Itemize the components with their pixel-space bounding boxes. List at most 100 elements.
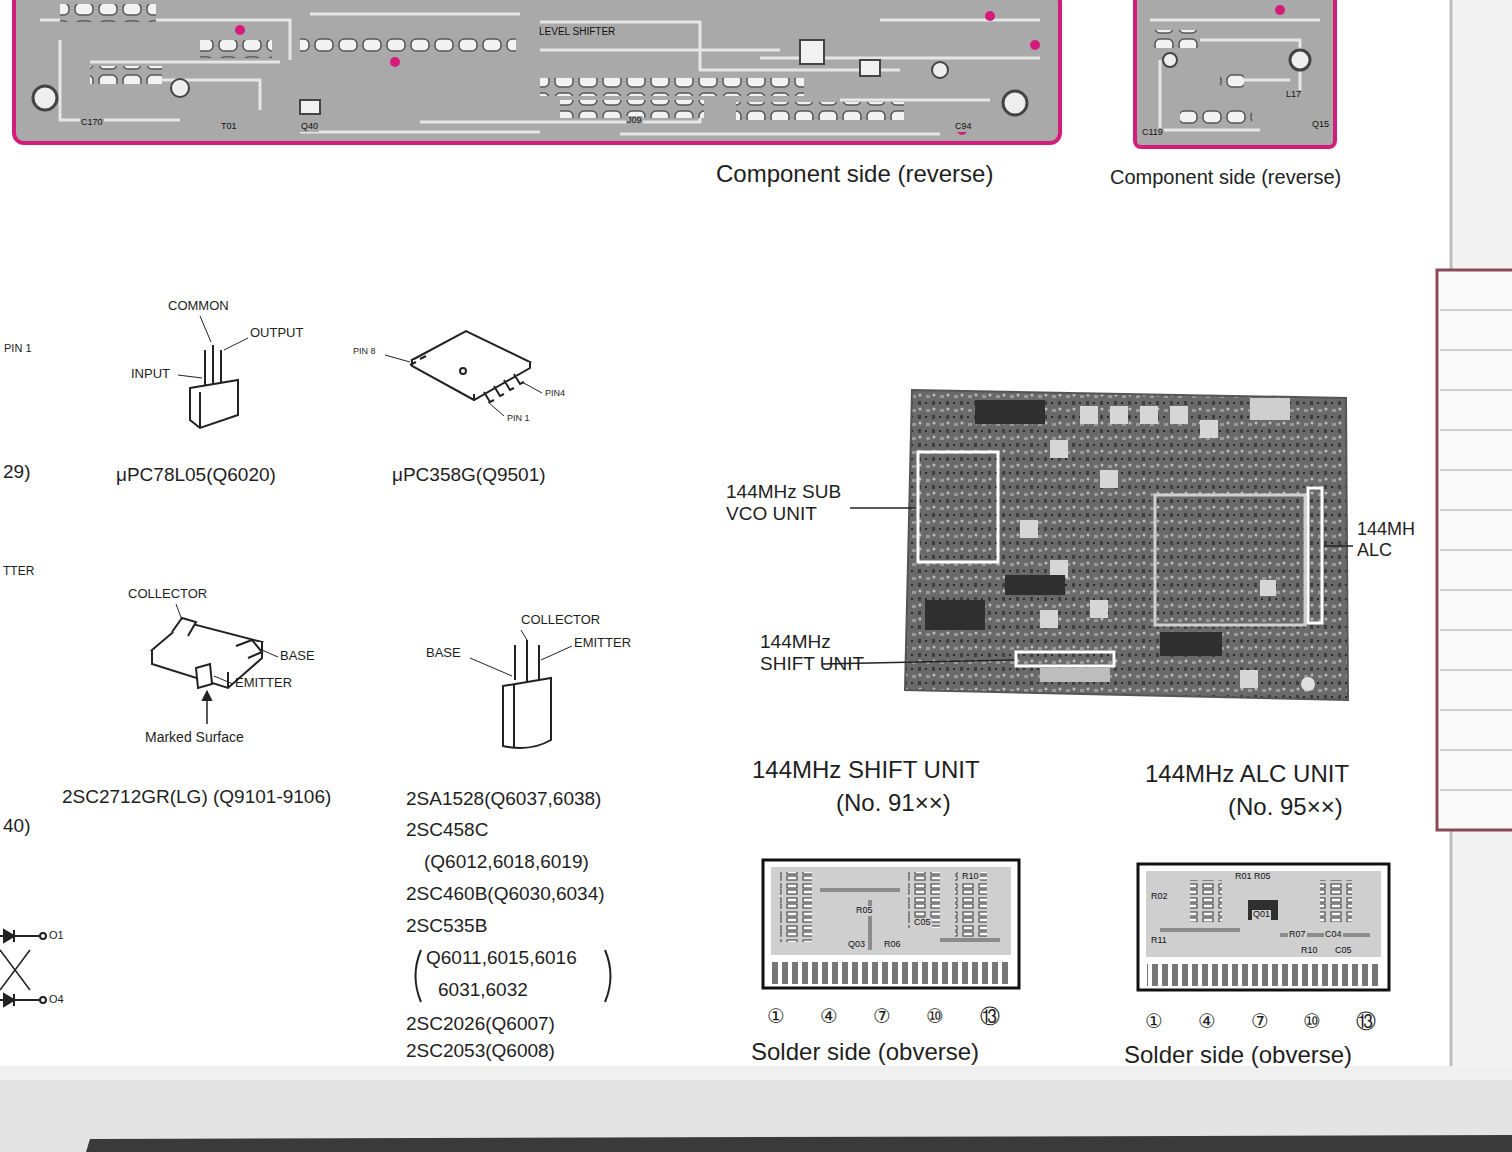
pin-name: COMMON [168,299,229,314]
unit-title: 144MHz ALC UNIT [1145,760,1349,788]
connector-pin-number: ① [1145,1010,1163,1033]
cut-off-text: TTER [3,565,34,579]
regulator-outline [178,375,202,378]
pcb-layout [820,888,900,892]
part-number: 6031,6032 [438,979,528,1001]
pcb-layout [310,13,520,16]
pcb-layout [235,25,245,35]
pin-name: PIN 1 [507,413,530,423]
page-edge [1440,630,1512,631]
pcb-board: R01 R05R02Q01R07C04R11R10C05 [1138,864,1389,990]
page-edge [1437,0,1512,1066]
board-photo [1200,420,1218,438]
part-number: 2SC2026(Q6007) [406,1013,555,1035]
pcb-layout [1163,53,1177,67]
pcb-layout [90,61,280,64]
board-photo [1100,470,1118,488]
board-photo [1160,632,1222,656]
part-number: 2SC460B(Q6030,6034) [406,883,605,905]
pcb-layout [1150,19,1320,22]
pcb-layout [300,100,320,114]
pcb-layout [1160,60,1260,130]
page-edge [1440,310,1512,311]
pcb-layout [1146,871,1381,957]
board-photo [1170,406,1188,424]
pcb-layout [1160,928,1240,932]
pcb-layout [1138,864,1389,990]
pin-name: PIN4 [545,388,565,398]
silkscreen-label: Q03 [847,940,866,950]
sop8-outline [473,394,475,400]
sot23-outline [176,604,182,620]
board-photo [1040,610,1058,628]
sot23-outline [227,672,229,688]
pin-name: COLLECTOR [128,587,207,602]
view-caption: Solder side (obverse) [1124,1041,1352,1069]
view-caption: Component side (reverse) [716,160,993,188]
to92-outline [514,645,516,680]
pcb-layout [840,99,990,102]
regulator-outline [200,316,211,342]
to92-outline [503,678,551,748]
board-photo [905,390,1348,700]
board-photo [822,390,1353,700]
pcb-layout [860,60,880,76]
sop8-outline [488,402,504,416]
board-photo [1040,668,1110,682]
pcb-layout [908,872,940,928]
silkscreen-label: Q40 [300,122,319,132]
sot23-outline [152,604,278,724]
silkscreen-label: R01 R05 [1234,872,1272,882]
bracket [416,950,422,1002]
part-number: 2SA1528(Q6037,6038) [406,788,601,810]
pcb-layout [40,20,290,60]
part-number: μPC358G(Q9501) [392,464,546,486]
pcb-layout [90,66,162,84]
silkscreen-label: J09 [626,116,643,126]
board-photo [925,600,985,630]
regulator-outline [190,380,238,428]
board-photo [1020,520,1038,538]
pcb-layout [985,11,995,21]
pcb-layout [763,860,1019,988]
page-edge [1437,270,1512,830]
sot23-outline [196,664,212,688]
diode-fragment [0,950,30,990]
sot23-outline [214,676,233,684]
sot23-outline [203,692,211,700]
pcb-layout [390,57,400,67]
cut-off-text: 40) [3,815,30,837]
silkscreen-label: T01 [220,122,238,132]
pcb-layout [771,867,1011,955]
silkscreen-label: C94 [954,122,973,132]
board-photo [1005,575,1065,595]
pcb-layout [1003,91,1027,115]
pcb-layout [940,938,1000,942]
pcb-layout [540,49,780,52]
page-edge [1440,750,1512,751]
silkscreen-label: Q01 [1252,910,1271,920]
pcb-layout [800,40,824,64]
pcb-layout [1220,70,1244,88]
pcb-layout [620,133,940,136]
silkscreen-label: R05 [855,906,874,916]
pcb-layout [763,860,1019,988]
silkscreen-label: C04 [1324,930,1343,940]
view-caption: Solder side (obverse) [751,1038,979,1066]
part-number: 2SC2053(Q6008) [406,1040,555,1062]
connector-pin-number: ④ [820,1005,838,1028]
unit-number: (No. 95××) [1228,793,1343,821]
pcb-layout [200,40,272,58]
silkscreen-label: C05 [913,918,932,928]
pcb-layout [955,872,987,942]
sot23-outline [172,618,196,636]
board-photo [1260,580,1276,596]
pin-name: BASE [426,646,461,661]
pcb-layout [1147,964,1381,986]
connector-pin-number: ⑦ [873,1005,891,1028]
pcb-layout [1320,880,1352,922]
cut-off-text: O1 [49,929,64,942]
sop8-outline [385,355,410,362]
pcb-layout [1030,40,1040,50]
silkscreen-label: R07 [1288,930,1307,940]
